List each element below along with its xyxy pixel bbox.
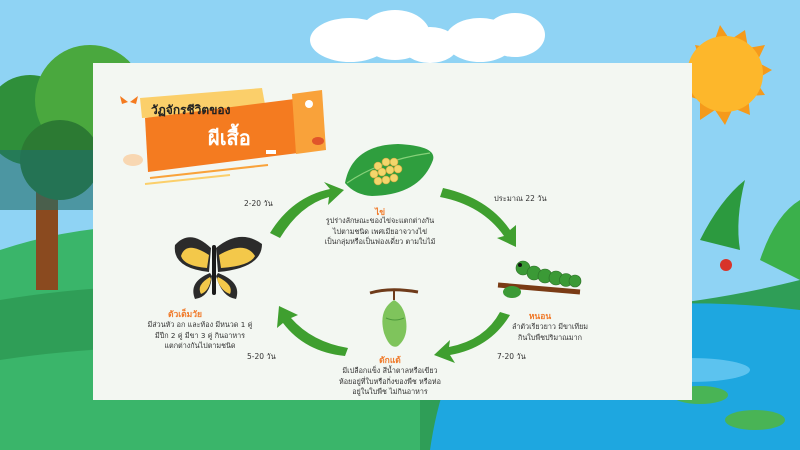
butterfly-icon: [174, 236, 262, 299]
title-line2: ผีเสื้อ: [208, 126, 251, 150]
cloud-right: [445, 13, 545, 62]
egg-leaf-icon: [345, 144, 434, 196]
title-line1: วัฏจักรชีวิตของ: [151, 103, 231, 117]
beetle-icon: [312, 137, 324, 145]
stage-egg-description: รูปร่างลักษณะของไข่จะแตกต่างกัน ไปตามชนิ…: [324, 216, 436, 246]
small-butterfly-icon: [120, 96, 138, 104]
stage-larva-name: หนอน: [528, 312, 552, 322]
stage-egg-name: ไข่: [374, 208, 386, 218]
duration-egg-to-larva: ประมาณ 22 วัน: [494, 194, 547, 203]
cloud-left: [310, 10, 458, 63]
stage-pupa-name: ดักแด้: [379, 356, 401, 366]
cycle-arrows: [270, 182, 516, 363]
duration-larva-to-pupa: 7-20 วัน: [497, 352, 526, 361]
chrysalis-icon: [369, 288, 419, 347]
bird-icon: [123, 154, 143, 166]
stage-larva-description: ลำตัวเรียวยาว มีขาเทียม กินใบพืชปริมาณมา…: [511, 322, 589, 342]
dog-icon: [266, 150, 276, 154]
stage-adult-name: ตัวเต็มวัย: [167, 310, 203, 320]
bug-icon: [305, 100, 313, 108]
duration-adult-to-egg: 2-20 วัน: [244, 199, 273, 208]
duration-pupa-to-adult: 5-20 วัน: [247, 352, 276, 361]
stage-adult-description: มีส่วนหัว อก และท้อง มีหนวด 1 คู่ มีปีก …: [147, 320, 253, 350]
stage-pupa-description: มีเปลือกแข็ง สีน้ำตาลหรือเขียว ห้อยอยู่ท…: [339, 366, 441, 396]
caterpillar-icon: [497, 260, 582, 298]
sun-icon: [682, 25, 772, 125]
